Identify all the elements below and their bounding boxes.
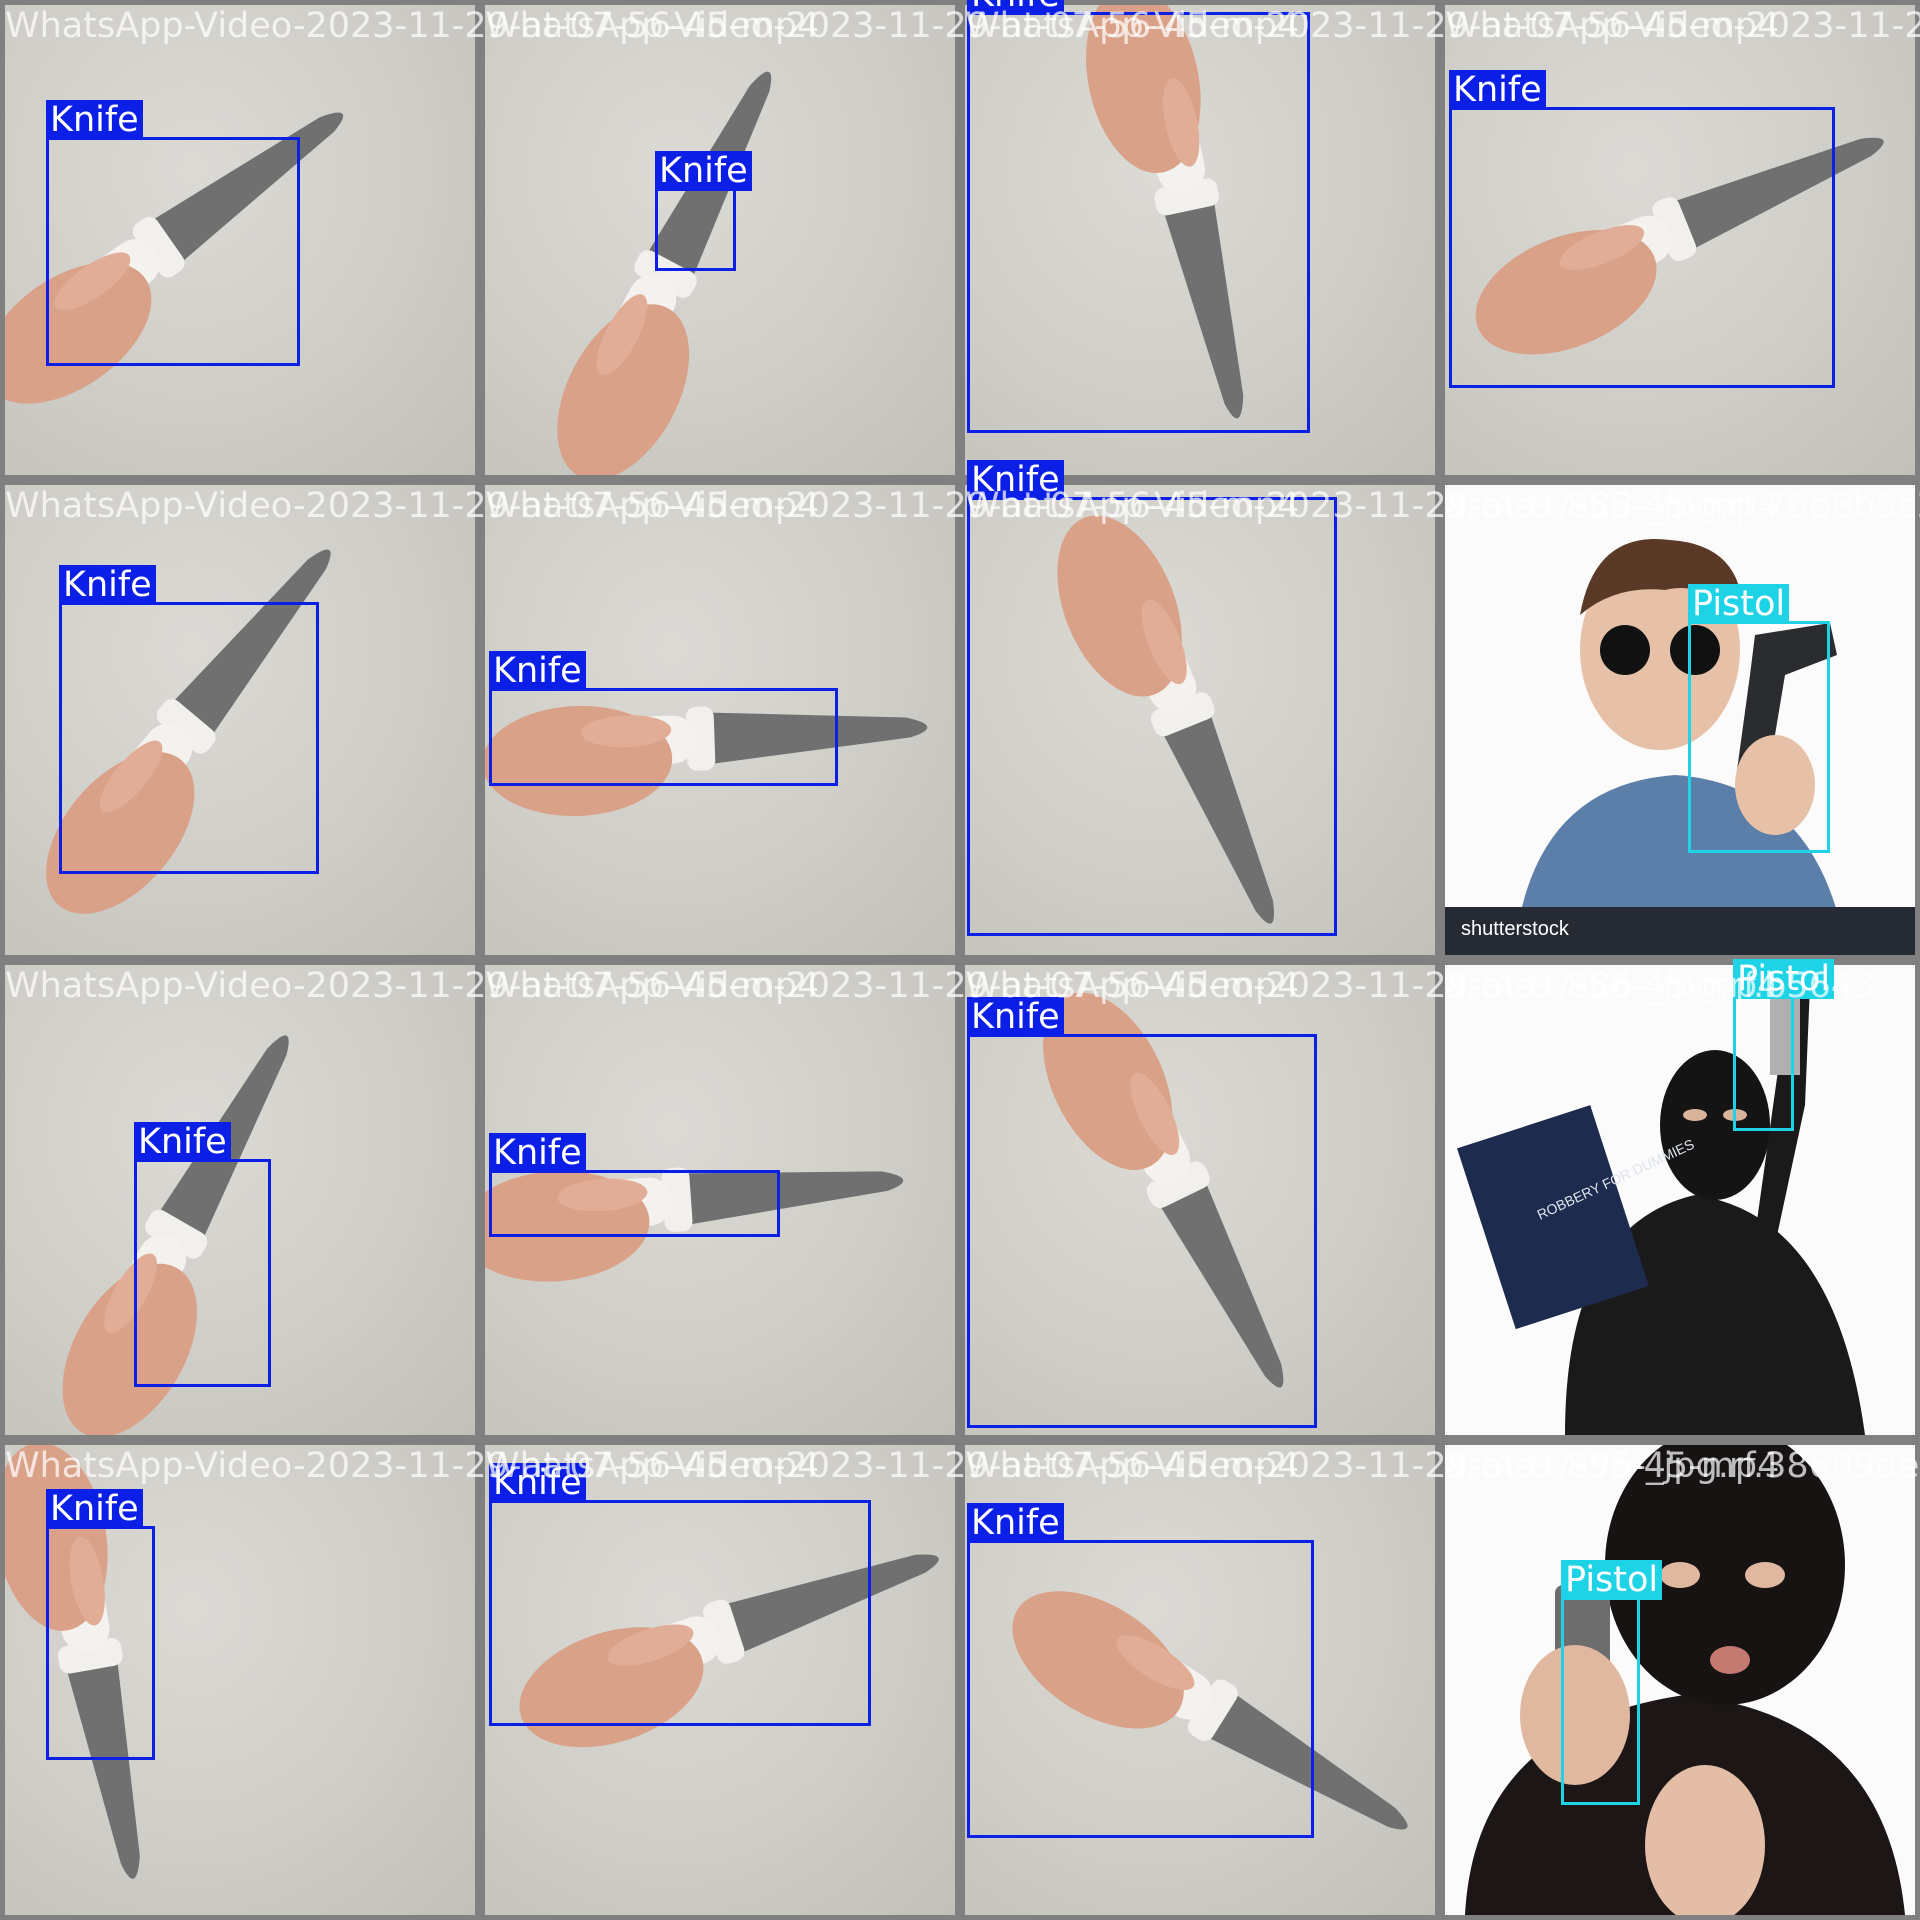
knife-photo-6 xyxy=(485,705,928,817)
knife-blade xyxy=(170,549,331,739)
image-tile-8: shutterstock xyxy=(1445,485,1915,955)
image-tile-12: ROBBERY FOR DUMMIES xyxy=(1445,965,1915,1435)
knife-bolster xyxy=(685,706,716,771)
image-tile-1 xyxy=(5,5,475,475)
knife-bounding-box: Knife xyxy=(655,151,752,271)
knife-blade xyxy=(65,1657,140,1879)
knife-class-label: Knife xyxy=(489,651,586,691)
knife-class-label: Knife xyxy=(967,997,1064,1037)
image-tile-16 xyxy=(1445,1445,1915,1915)
image-tile-3 xyxy=(965,5,1435,475)
pistol-bounding-box: Pistol xyxy=(1561,1560,1663,1805)
knife-bounding-box: Knife xyxy=(489,651,838,786)
knife-class-label: Knife xyxy=(967,1503,1064,1543)
image-tile-11 xyxy=(965,965,1435,1435)
knife-class-label: Knife xyxy=(967,0,1064,15)
masked-man-with-pistol-photo xyxy=(1465,1445,1905,1915)
hand xyxy=(5,252,152,404)
hand xyxy=(519,1624,704,1748)
knife-photo-14 xyxy=(519,1554,939,1748)
knife-bounding-box: Knife xyxy=(134,1122,271,1387)
hand xyxy=(485,1171,650,1282)
image-tile-6 xyxy=(485,485,955,955)
knife-photo-15 xyxy=(1012,1591,1408,1830)
image-tile-7 xyxy=(965,485,1435,955)
knife-class-label: Knife xyxy=(46,1489,143,1529)
image-tile-14 xyxy=(485,1445,955,1915)
knife-bounding-box: Knife xyxy=(967,997,1317,1428)
knife-bounding-box: Knife xyxy=(967,460,1337,936)
pistol-class-label: Pistol xyxy=(1733,959,1835,999)
knife-bounding-box: Knife xyxy=(967,0,1310,433)
knife-bounding-box: Knife xyxy=(46,1489,155,1760)
knife-bounding-box: Knife xyxy=(46,100,300,366)
knife-bolster xyxy=(703,1599,745,1664)
knife-class-label: Knife xyxy=(489,1463,586,1503)
hand xyxy=(485,705,673,817)
knife-class-label: Knife xyxy=(46,100,143,140)
knife-class-label: Knife xyxy=(967,460,1064,500)
knife-bounding-box: Knife xyxy=(59,565,319,874)
pistol-bounding-box: Pistol xyxy=(1733,959,1835,1131)
hand xyxy=(1086,5,1201,173)
knife-blade xyxy=(1204,1691,1408,1830)
knife-bolster xyxy=(132,216,185,278)
knife-bolster xyxy=(1146,1161,1210,1209)
knife-bounding-box: Knife xyxy=(967,1503,1314,1838)
knife-photo-7 xyxy=(1057,515,1274,924)
hand xyxy=(557,294,690,475)
knife-blade xyxy=(705,712,928,765)
knife-photo-3 xyxy=(1086,5,1244,419)
knife-bolster xyxy=(1187,1679,1238,1742)
knife-bolster xyxy=(634,250,697,298)
knife-bolster xyxy=(1652,197,1697,261)
knife-bounding-box: Knife xyxy=(489,1463,871,1726)
knife-blade xyxy=(1160,710,1274,924)
knife-photo-10 xyxy=(485,1167,904,1282)
robber-with-book-photo: ROBBERY FOR DUMMIES xyxy=(1457,985,1865,1435)
knife-bolster xyxy=(156,699,216,754)
knife-class-label: Knife xyxy=(134,1122,231,1162)
knife-bolster xyxy=(661,1167,693,1232)
hand xyxy=(1012,1591,1195,1729)
knife-blade xyxy=(1670,137,1884,251)
knife-bolster xyxy=(1150,692,1215,737)
knife-blade xyxy=(1157,1178,1284,1388)
boy-with-pistol-photo xyxy=(1515,538,1845,945)
knife-class-label: Knife xyxy=(489,1133,586,1173)
stock-watermark-text: shutterstock xyxy=(1461,918,1569,940)
pistol-class-label: Pistol xyxy=(1561,1560,1663,1600)
knife-blade xyxy=(1162,197,1244,419)
knife-blade xyxy=(721,1554,939,1655)
image-tile-5 xyxy=(5,485,475,955)
knife-blade xyxy=(148,112,344,265)
knife-bounding-box: Knife xyxy=(1449,70,1835,388)
knife-bounding-box: Knife xyxy=(489,1133,780,1237)
image-tile-10 xyxy=(485,965,955,1435)
stock-watermark-bar: shutterstock xyxy=(1445,907,1915,955)
hand xyxy=(1475,225,1657,355)
knife-blade xyxy=(681,1171,904,1226)
pistol-bounding-box: Pistol xyxy=(1688,584,1830,853)
knife-bolster xyxy=(145,1209,208,1259)
knife-class-label: Knife xyxy=(1449,70,1546,110)
knife-photo-4 xyxy=(1475,137,1884,355)
hand xyxy=(1057,515,1187,697)
knife-class-label: Knife xyxy=(655,151,752,191)
knife-class-label: Knife xyxy=(59,565,156,605)
hand xyxy=(62,1253,198,1435)
pistol-class-label: Pistol xyxy=(1688,584,1790,624)
image-tile-2 xyxy=(485,5,955,475)
